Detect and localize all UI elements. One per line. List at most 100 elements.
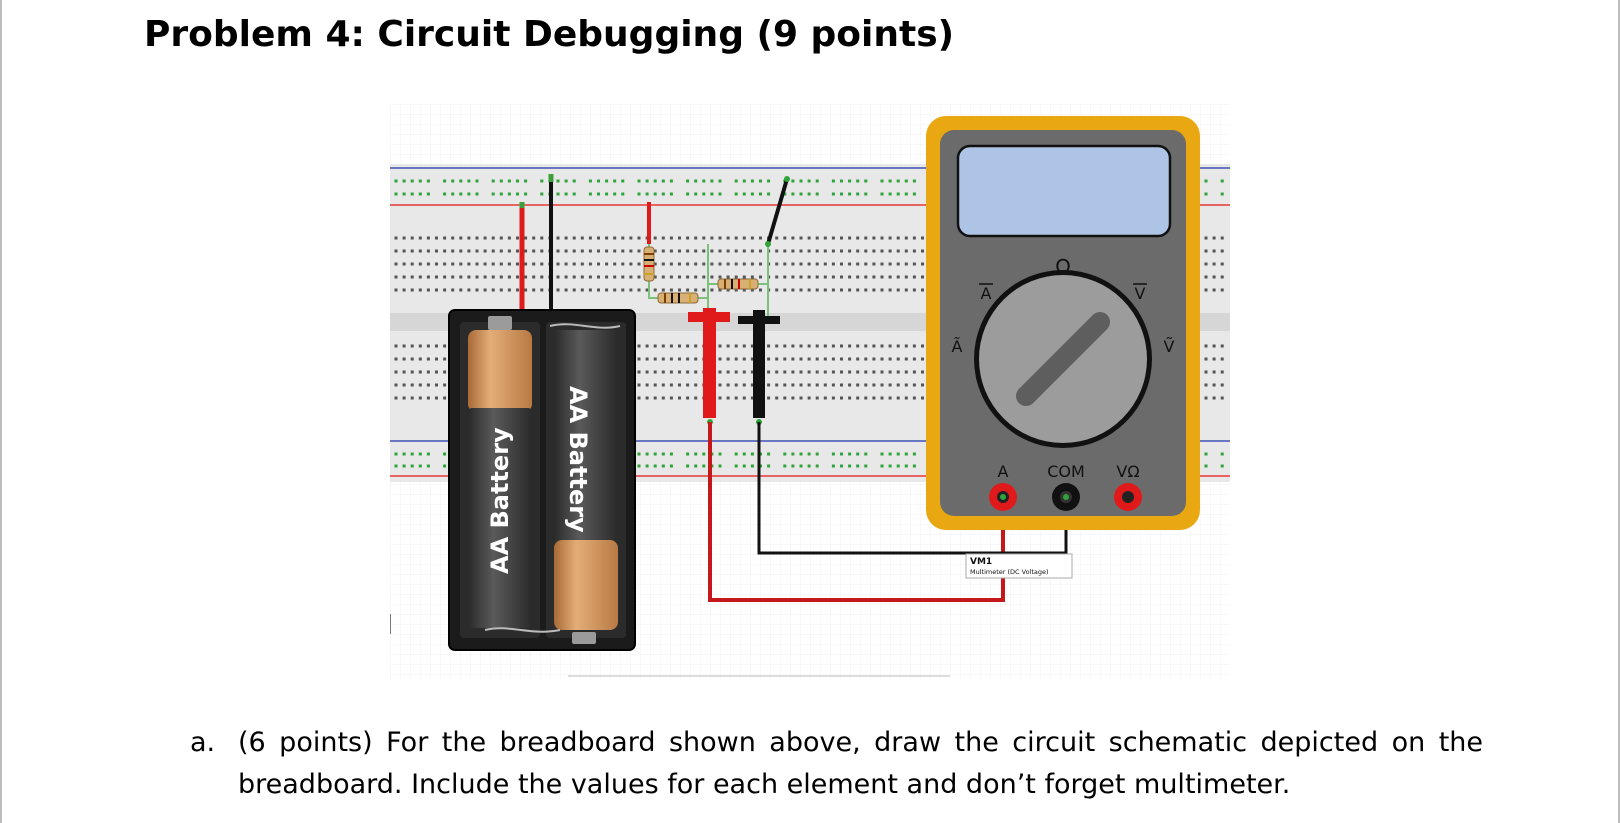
breadboard-hole [872,275,876,279]
breadboard-hole [435,383,438,387]
breadboard-hole [491,236,495,240]
breadboard-hole [904,288,908,292]
breadboard-hole [742,344,746,348]
breadboard-hole [645,344,649,348]
breadboard-hole [402,288,406,292]
breadboard-hole [645,396,649,400]
breadboard-hole [702,275,706,279]
breadboard-hole [726,344,730,348]
breadboard-hole [807,344,811,348]
breadboard-hole [710,262,714,266]
breadboard-hole [848,370,852,374]
breadboard-hole [880,275,884,279]
breadboard-hole [896,249,900,253]
breadboard-hole [912,396,916,400]
breadboard-hole [896,262,900,266]
breadboard-hole [475,262,479,266]
breadboard-hole [831,452,835,456]
breadboard-hole [410,370,414,374]
breadboard-hole [783,236,787,240]
breadboard-hole [475,249,479,253]
breadboard-hole [556,236,560,240]
breadboard-hole [653,452,657,456]
breadboard-hole [848,275,852,279]
breadboard-hole [507,192,511,196]
breadboard-hole [402,192,406,196]
breadboard-hole [605,288,609,292]
breadboard-hole [483,288,487,292]
breadboard-hole [848,192,852,196]
breadboard-hole [767,370,771,374]
breadboard-hole [888,396,892,400]
breadboard-hole [629,249,633,253]
breadboard-hole [613,192,617,196]
breadboard-hole [669,357,673,361]
breadboard-hole [451,288,455,292]
breadboard-hole [580,249,584,253]
breadboard-hole [702,464,706,468]
breadboard-hole [750,236,754,240]
breadboard-hole [783,275,787,279]
breadboard-hole [726,288,730,292]
breadboard-hole [637,464,641,468]
breadboard-hole [750,357,754,361]
question-marker: a. [190,727,216,758]
breadboard-hole [564,236,568,240]
breadboard-hole [597,288,600,292]
breadboard-hole [410,236,414,240]
breadboard-hole [775,288,779,292]
breadboard-hole [605,192,609,196]
breadboard-hole [443,464,447,468]
breadboard-hole [848,452,852,456]
breadboard-hole [840,396,843,400]
breadboard-hole [823,249,827,253]
breadboard-hole [921,396,924,400]
breadboard-hole [435,249,438,253]
breadboard-hole [451,179,455,183]
breadboard-hole [491,275,495,279]
breadboard-hole [418,249,422,253]
breadboard-hole [864,249,868,253]
breadboard-hole [661,344,665,348]
breadboard-hole [840,288,843,292]
breadboard-hole [718,249,722,253]
breadboard-hole [888,464,892,468]
breadboard-hole [435,288,438,292]
breadboard-hole [791,288,795,292]
breadboard-hole [1220,370,1224,374]
breadboard-hole [678,357,681,361]
breadboard-hole [807,179,811,183]
breadboard-hole [451,192,455,196]
breadboard-hole [686,249,690,253]
breadboard-hole [451,275,455,279]
breadboard-hole [921,344,924,348]
breadboard-hole [669,464,673,468]
breadboard-hole [394,344,398,348]
breadboard-hole [783,383,787,387]
breadboard-hole [613,236,617,240]
breadboard-hole [791,236,795,240]
breadboard-hole [613,262,617,266]
breadboard-hole [459,179,463,183]
breadboard-hole [791,383,795,387]
battery-right: AA Battery [554,330,618,644]
breadboard-hole [1204,344,1208,348]
breadboard-hole [588,249,592,253]
breadboard-hole [823,396,827,400]
breadboard-hole [815,275,819,279]
breadboard-hole [848,262,852,266]
breadboard-hole [864,396,868,400]
breadboard-hole [467,275,471,279]
breadboard-hole [499,288,503,292]
breadboard-hole [686,370,690,374]
breadboard-hole [791,192,795,196]
breadboard-hole [904,179,908,183]
breadboard-hole [669,179,673,183]
multimeter-tag: VM1 Multimeter (DC Voltage) [965,553,1073,579]
breadboard-hole [499,262,503,266]
breadboard-hole [718,452,722,456]
breadboard-hole [443,192,447,196]
breadboard-hole [904,236,908,240]
breadboard-hole [921,357,924,361]
breadboard-hole [637,370,641,374]
